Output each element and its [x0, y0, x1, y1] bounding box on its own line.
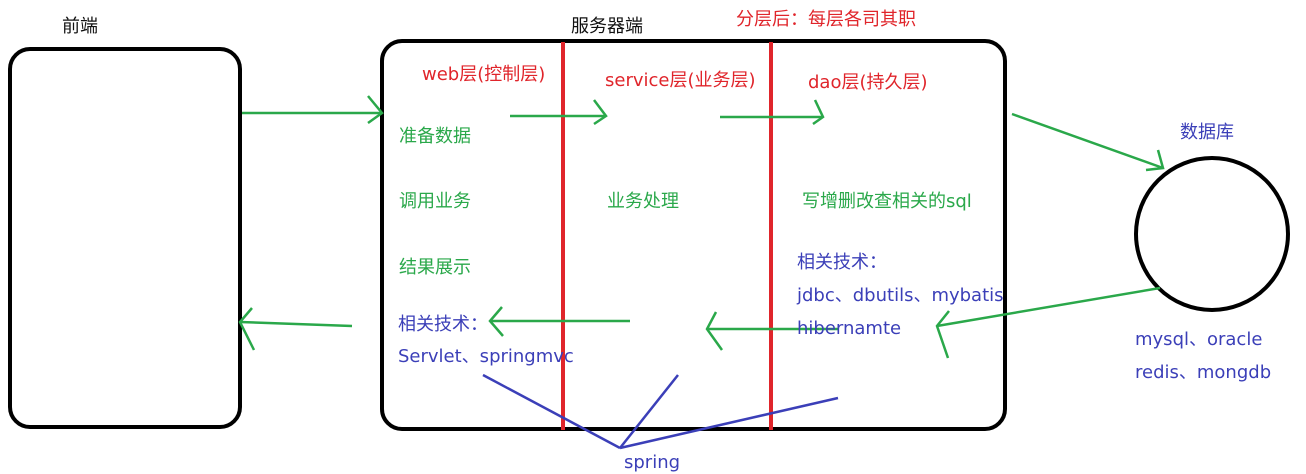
layered-note: 分层后：每层各司其职 — [736, 9, 916, 30]
dao-tech-line2: hibernamte — [797, 318, 902, 339]
database-list-line1: mysql、oracle — [1135, 329, 1263, 350]
frontend-box — [8, 47, 242, 429]
server-box — [380, 39, 1007, 431]
web-step-prepare-data: 准备数据 — [399, 126, 471, 147]
web-tech-title: 相关技术： — [398, 314, 488, 335]
service-task: 业务处理 — [607, 191, 679, 212]
database-circle — [1134, 156, 1290, 312]
frontend-label: 前端 — [62, 16, 98, 37]
web-step-call-service: 调用业务 — [399, 191, 471, 212]
database-label: 数据库 — [1180, 122, 1234, 143]
dao-tech-line1: jdbc、dbutils、mybatis — [797, 285, 1004, 306]
dao-task: 写增删改查相关的sql — [802, 191, 972, 212]
web-step-show-result: 结果展示 — [399, 257, 471, 278]
response-arrows — [238, 286, 1161, 359]
service-layer-title: service层(业务层) — [605, 70, 756, 91]
spring-label: spring — [624, 452, 681, 473]
web-layer-title: web层(控制层) — [422, 64, 546, 85]
server-label: 服务器端 — [571, 16, 643, 37]
database-list-line2: redis、mongdb — [1135, 362, 1272, 383]
dao-tech-title: 相关技术： — [797, 252, 887, 273]
spring-lines — [482, 373, 839, 450]
web-tech-items: Servlet、springmvc — [398, 346, 574, 367]
dao-layer-title: dao层(持久层) — [808, 72, 928, 93]
request-arrows — [242, 95, 1165, 172]
